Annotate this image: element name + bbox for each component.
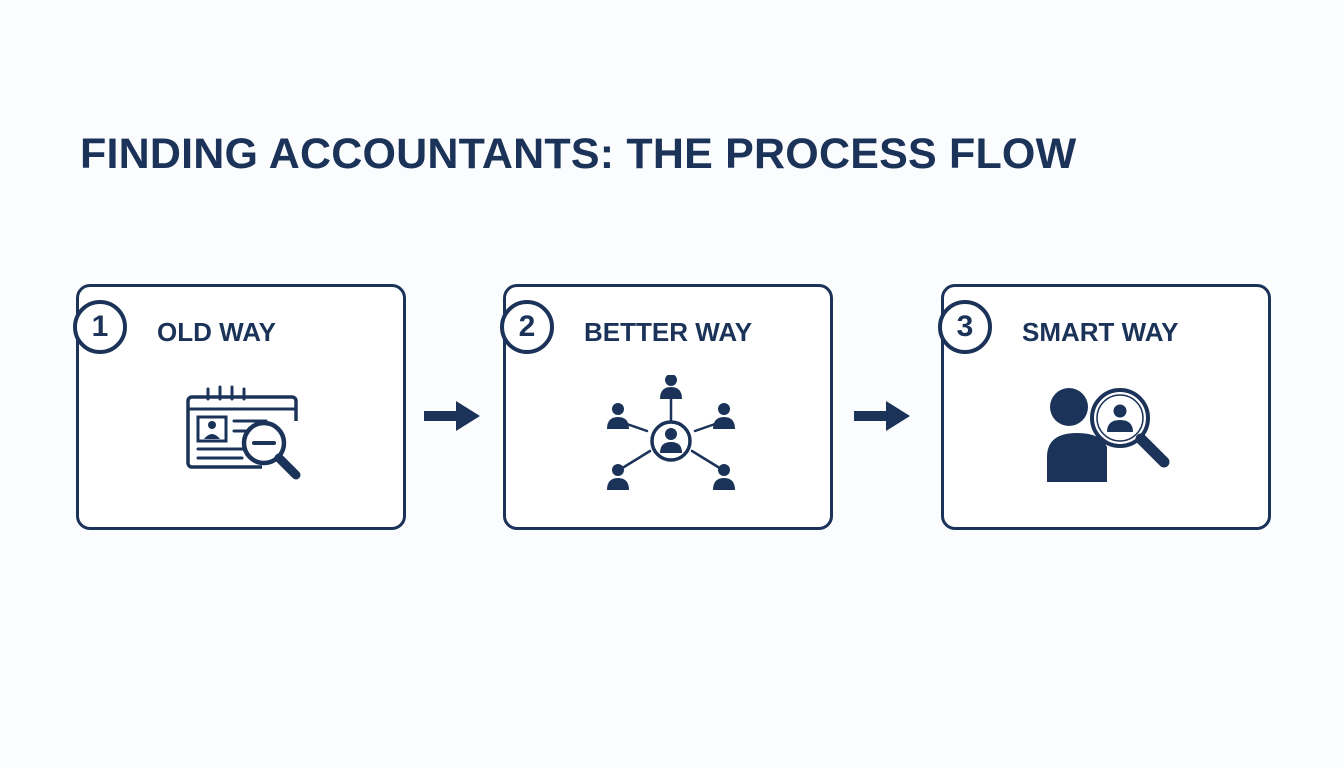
step-number-badge: 1	[73, 300, 127, 354]
network-icon	[607, 375, 735, 490]
step-label: SMART WAY	[1022, 317, 1179, 347]
arrow-right-icon	[854, 401, 910, 431]
step-card-old-way: 1 OLD WAY	[73, 284, 406, 530]
arrow-right-icon	[424, 401, 480, 431]
directory-search-icon	[186, 385, 301, 480]
step-number-badge: 2	[500, 300, 554, 354]
step-number-badge: 3	[938, 300, 992, 354]
diagram-title: FINDING ACCOUNTANTS: THE PROCESS FLOW	[80, 130, 1077, 178]
step-card-better-way: 2 BETTER WAY	[500, 284, 833, 530]
step-label: OLD WAY	[157, 317, 276, 347]
step-card-smart-way: 3 SMART WAY	[938, 284, 1271, 530]
step-label: BETTER WAY	[584, 317, 753, 347]
person-search-icon	[1047, 388, 1170, 482]
